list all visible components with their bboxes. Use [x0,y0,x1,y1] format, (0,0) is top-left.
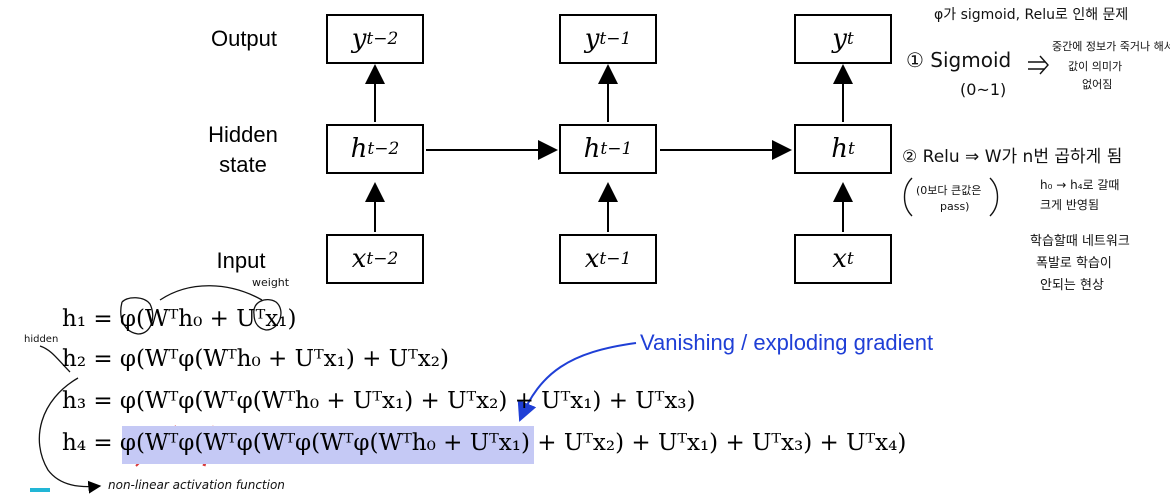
note-relu-1: h₀ → h₄로 갈때 [1040,178,1120,192]
equation-h2: h₂ = φ(Wᵀφ(Wᵀh₀ + Uᵀx₁) + Uᵀx₂) [62,346,449,372]
vanishing-gradient-label: Vanishing / exploding gradient [640,330,934,355]
note-learn-1: 학습할때 네트워크 [1030,234,1130,249]
note-sigmoid-3: 없어짐 [1082,78,1113,91]
hidden-h-t-base: h [831,134,848,164]
equation-h3: h₃ = φ(Wᵀφ(Wᵀφ(Wᵀh₀ + Uᵀx₁) + Uᵀx₂) + Uᵀ… [62,388,696,414]
hidden-state-row-label: Hidden state [208,122,278,177]
phi-circle [120,297,154,335]
note-relu-title: ② Relu ⇒ W가 n번 곱하게 됨 [902,147,1123,167]
w-arc [159,285,263,301]
output-y-t-base: y [832,24,847,54]
hidden-h-t-minus-1-sub: t−1 [600,139,633,159]
equation-h4: h₄ = φ(Wᵀφ(Wᵀφ(Wᵀφ(Wᵀφ(Wᵀh₀ + Uᵀx₁) + Uᵀ… [62,430,906,456]
equation-h4-highlighted: h₄ = φ(Wᵀφ(Wᵀφ(Wᵀφ(Wᵀφ(Wᵀh₀ [62,430,436,456]
input-x-t-minus-2-base: x [351,244,367,274]
input-x-t-minus-2-sub: t−2 [366,249,399,269]
output-y-t-sub: t [846,29,854,49]
hidden-h-t-sub: t [847,139,855,159]
note-hidden: hidden [24,334,59,345]
note-top: φ가 sigmoid, Relu로 인해 문제 [934,7,1129,23]
note-relu-pass: pass) [940,200,970,213]
note-weight: weight [252,276,290,289]
input-row-label: Input [216,248,266,273]
output-y-t-minus-2-sub: t−2 [366,29,399,49]
note-learn-3: 안되는 현상 [1040,278,1104,293]
hidden-h-t-minus-2-base: h [350,134,368,164]
u-circle [253,299,282,331]
hidden-h-t-minus-2-sub: t−2 [367,139,400,159]
output-y-t-minus-1-base: y [584,24,600,54]
note-sigmoid-1: 중간에 정보가 죽거나 해서 [1052,40,1170,53]
paren-left [903,177,913,217]
hidden-mark [39,345,71,373]
input-x-t-base: x [832,244,847,274]
vanishing-arrow [517,342,637,422]
input-x-t-minus-1-sub: t−1 [599,249,632,269]
note-learn-2: 폭발로 학습이 [1036,256,1112,271]
paren-right [989,177,999,217]
input-x-t-sub: t [846,249,854,269]
note-nonlinear: non-linear activation function [108,478,285,492]
output-row-label: Output [210,26,278,51]
equation-h1: h₁ = φ(Wᵀh₀ + Uᵀx₁) [62,306,297,332]
note-sigmoid-2: 값이 의미가 [1068,60,1123,73]
note-sigmoid-title: ① Sigmoid [906,48,1012,72]
nonlinear-curve [38,377,102,494]
sigmoid-implies [1028,55,1049,75]
gradient-highlight [122,426,534,464]
hidden-h-t-minus-1-base: h [583,134,601,164]
output-y-t-minus-2-base: y [351,24,367,54]
note-relu-2: 크게 반영됨 [1040,198,1100,212]
note-relu-range: (0보다 큰값은 [916,184,982,197]
note-sigmoid-range: (0~1) [960,80,1007,99]
input-x-t-minus-1-base: x [584,244,600,274]
output-y-t-minus-1-sub: t−1 [599,29,632,49]
equation-h4-rest: + Uᵀx₁) + Uᵀx₂) + Uᵀx₁) + Uᵀx₃) + Uᵀx₄) [435,430,907,456]
